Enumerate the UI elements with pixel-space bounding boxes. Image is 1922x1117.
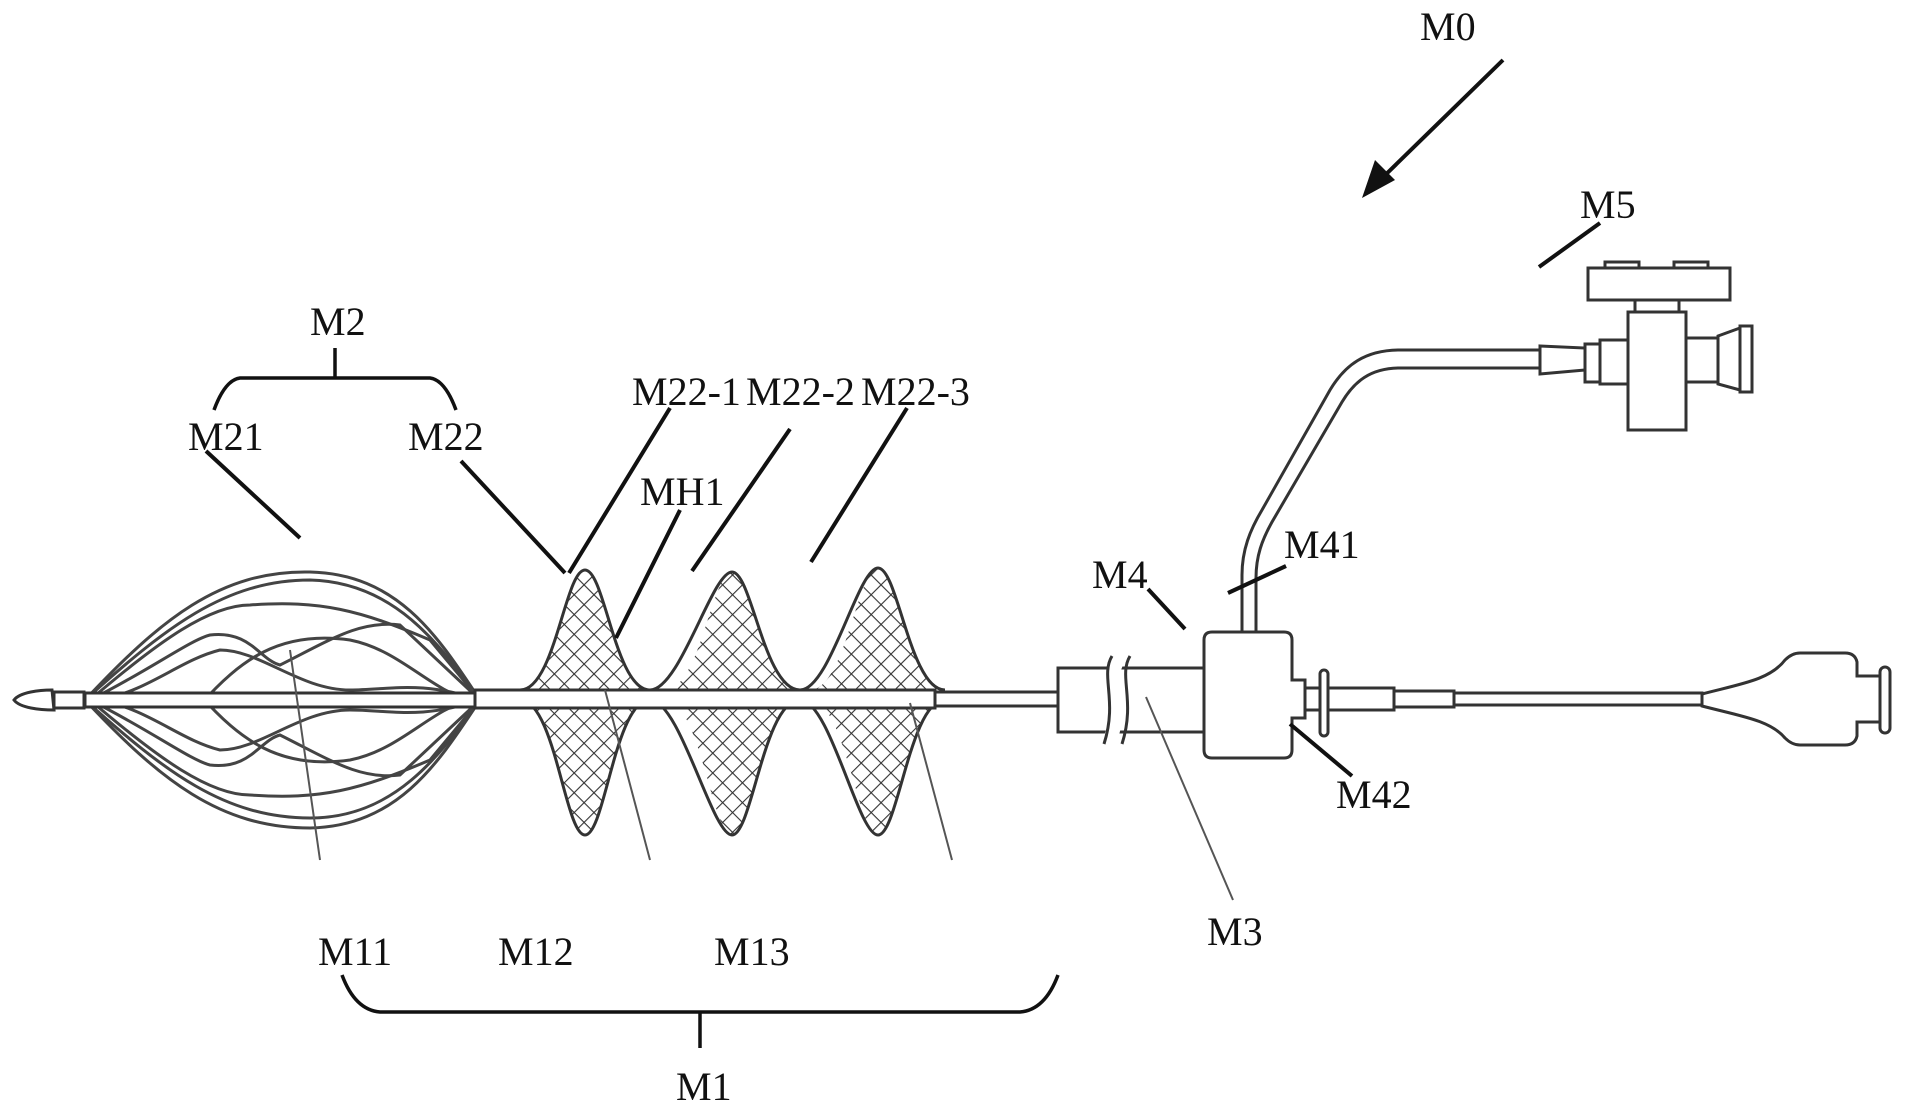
label-m0: M0 bbox=[1420, 4, 1476, 49]
label-m22: M22 bbox=[408, 414, 484, 459]
proximal-shaft-section bbox=[935, 692, 1060, 706]
label-m22-3: M22-3 bbox=[861, 369, 970, 414]
label-m11: M11 bbox=[318, 929, 392, 974]
leader-mh1 bbox=[616, 510, 680, 638]
m0-arrow bbox=[1362, 60, 1503, 198]
m2-bracket bbox=[214, 348, 456, 410]
label-m5: M5 bbox=[1580, 182, 1636, 227]
tip-shaft bbox=[54, 692, 84, 708]
label-mh1: MH1 bbox=[640, 469, 724, 514]
label-m42: M42 bbox=[1336, 772, 1412, 817]
leader-m22-3 bbox=[811, 408, 907, 562]
label-m22-1: M22-1 bbox=[632, 369, 741, 414]
middle-shaft bbox=[475, 690, 935, 708]
label-m13: M13 bbox=[714, 929, 790, 974]
label-m4: M4 bbox=[1092, 552, 1148, 597]
label-m1: M1 bbox=[676, 1064, 732, 1109]
guide-wire bbox=[1454, 693, 1702, 705]
distal-tip bbox=[14, 690, 54, 710]
label-m3: M3 bbox=[1207, 909, 1263, 954]
leader-m21 bbox=[206, 451, 300, 538]
guide-shaft-3 bbox=[1394, 691, 1454, 707]
outer-sheath bbox=[1058, 656, 1208, 744]
stopcock-valve bbox=[1540, 262, 1752, 430]
handle-cap bbox=[1880, 667, 1890, 733]
guide-shaft-2 bbox=[1328, 688, 1394, 710]
m1-bracket bbox=[342, 975, 1058, 1048]
leader-m13 bbox=[910, 703, 952, 860]
label-m12: M12 bbox=[498, 929, 574, 974]
label-m41: M41 bbox=[1284, 522, 1360, 567]
hub bbox=[1204, 632, 1305, 758]
leader-m4 bbox=[1148, 589, 1185, 629]
label-m22-2: M22-2 bbox=[746, 369, 855, 414]
label-m2: M2 bbox=[310, 299, 366, 344]
side-tube bbox=[1242, 350, 1540, 632]
label-m21: M21 bbox=[188, 414, 264, 459]
inner-shaft bbox=[85, 693, 485, 707]
leader-m5 bbox=[1539, 223, 1600, 267]
handle bbox=[1702, 653, 1880, 745]
guide-shaft bbox=[1305, 688, 1320, 710]
leader-m22 bbox=[461, 461, 565, 573]
